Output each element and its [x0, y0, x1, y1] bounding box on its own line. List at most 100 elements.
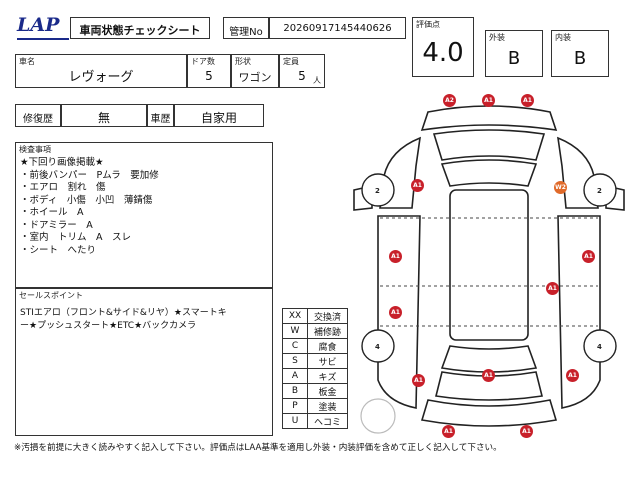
car-name-box: 車名 レヴォーグ: [15, 54, 187, 88]
right-side-panel: [557, 215, 601, 409]
body-type-value: ワゴン: [238, 71, 272, 84]
damage-mark: A1: [442, 425, 455, 438]
capacity-unit: 人: [313, 76, 321, 85]
damage-mark: A1: [482, 369, 495, 382]
inspection-line: ・室内 トリム A スレ: [20, 232, 131, 243]
usage-label-box: 車歴: [147, 104, 174, 127]
windshield-outline: [440, 159, 538, 187]
tailgate-outline: [435, 371, 543, 401]
tire-front-left: [361, 173, 395, 207]
usage-label: 車歴: [150, 114, 171, 125]
tire-rear-right-label: 4: [597, 343, 602, 351]
capacity-label: 定員: [283, 57, 299, 66]
legend-meaning: サビ: [307, 353, 348, 369]
damage-mark: A1: [520, 425, 533, 438]
inspection-line: ・ドアミラー A: [20, 219, 93, 231]
inspection-line: ・シート へたり: [20, 244, 97, 256]
damage-mark: A1: [411, 179, 424, 192]
interior-value: B: [573, 48, 587, 69]
inspection-line: ・前後バンパー Pムラ 要加修: [20, 169, 159, 181]
inspection-label: 検査事項: [19, 145, 51, 154]
legend-meaning: 塗装: [307, 398, 348, 414]
inspection-lines: ★下回り画像掲載★ ・前後バンパー Pムラ 要加修 ・エアロ 割れ 傷 ・ボディ…: [20, 157, 159, 257]
doors-label: ドア数: [191, 57, 215, 66]
inspection-line: ★下回り画像掲載★: [20, 157, 104, 168]
usage-value-box: 自家用: [174, 104, 264, 127]
damage-mark: A1: [412, 374, 425, 387]
inspection-box: 検査事項 ★下回り画像掲載★ ・前後バンパー Pムラ 要加修 ・エアロ 割れ 傷…: [15, 142, 273, 288]
left-front-fender: [379, 136, 421, 209]
logo-text: LAP: [17, 14, 60, 36]
control-number: 20260917145440626: [283, 23, 392, 34]
damage-mark: A1: [582, 250, 595, 263]
car-name-label: 車名: [19, 57, 35, 66]
repair-label-box: 修復歴: [15, 104, 61, 127]
damage-mark: W2: [554, 181, 567, 194]
score-value: 4.0: [422, 38, 464, 68]
legend-meaning: 補修跡: [307, 323, 348, 339]
damage-mark: A1: [566, 369, 579, 382]
damage-mark: A1: [389, 306, 402, 319]
score-box: 評価点 4.0: [412, 17, 474, 77]
sheet-title-box: 車両状態チェックシート: [70, 17, 210, 39]
legend-meaning: 板金: [307, 383, 348, 399]
car-diagram: 2 2 4 4: [353, 105, 625, 434]
tire-rear-left-label: 4: [375, 343, 380, 351]
damage-mark: A1: [546, 282, 559, 295]
body-type-box: 形状 ワゴン: [231, 54, 279, 88]
exterior-value: B: [507, 48, 521, 69]
legend-meaning: ヘコミ: [307, 413, 348, 429]
legend-code: A: [282, 368, 308, 384]
repair-value-box: 無: [61, 104, 147, 127]
capacity-value: 5: [298, 69, 306, 83]
logo-underline: [17, 38, 69, 40]
body-type-label: 形状: [235, 57, 251, 66]
sales-line: ー★プッシュスタート★ETC★バックカメラ: [20, 320, 197, 331]
left-side-panel: [377, 215, 421, 409]
damage-mark: A1: [482, 94, 495, 107]
usage-value: 自家用: [200, 111, 237, 125]
rear-window-outline: [440, 345, 538, 373]
damage-mark: A1: [389, 250, 402, 263]
legend-meaning: 腐食: [307, 338, 348, 354]
legend-code: W: [282, 323, 308, 339]
rear-bumper-outline: [420, 399, 558, 427]
legend-code: U: [282, 413, 308, 429]
legend-meaning: キズ: [307, 368, 348, 384]
legend-code: P: [282, 398, 308, 414]
sales-label: セールスポイント: [19, 291, 83, 300]
legend-meaning: 交換済: [307, 308, 348, 324]
exterior-box: 外装 B: [485, 30, 543, 77]
spare-tire-outline: [360, 398, 396, 434]
right-front-fender: [557, 136, 599, 209]
sales-lines: STIエアロ（フロント&サイド&リヤ）★スマートキ ー★プッシュスタート★ETC…: [20, 307, 227, 332]
repair-label: 修復歴: [23, 114, 53, 125]
exterior-label: 外装: [489, 33, 505, 42]
hood-outline: [432, 129, 546, 161]
legend-code: XX: [282, 308, 308, 324]
interior-label: 内装: [555, 33, 571, 42]
control-label-box: 管理No: [223, 17, 269, 39]
inspection-line: ・エアロ 割れ 傷: [20, 182, 106, 193]
tire-front-right-label: 2: [597, 187, 602, 195]
inspection-line: ・ホイール A: [20, 207, 84, 218]
doors-box: ドア数 5: [187, 54, 231, 88]
lap-logo: LAP: [17, 14, 69, 40]
repair-value: 無: [97, 111, 110, 125]
front-bumper-outline: [420, 105, 558, 131]
doors-value: 5: [205, 69, 213, 83]
interior-box: 内装 B: [551, 30, 609, 77]
tire-front-left-label: 2: [375, 187, 380, 195]
car-name: レヴォーグ: [68, 70, 134, 85]
inspection-line: ・ボディ 小傷 小凹 薄錆傷: [20, 194, 153, 206]
control-label: 管理No: [229, 27, 263, 38]
sales-line: STIエアロ（フロント&サイド&リヤ）★スマートキ: [20, 308, 227, 318]
